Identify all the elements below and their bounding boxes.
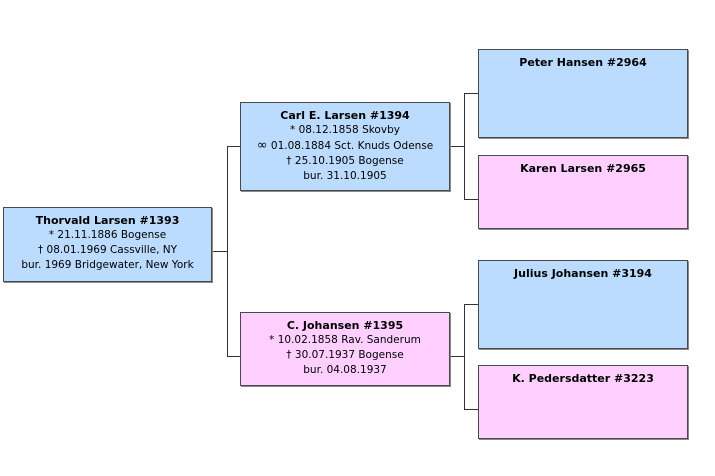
person-name: Peter Hansen #2964 <box>519 56 647 69</box>
person-card-maternal-grandfather[interactable]: Julius Johansen #3194 <box>478 260 688 349</box>
birth-symbol: * <box>48 229 55 241</box>
connector-mother <box>450 356 464 357</box>
birth-text: 08.12.1858 Skovby <box>298 124 400 136</box>
person-card-paternal-grandmother[interactable]: Karen Larsen #2965 <box>478 155 688 229</box>
marriage-symbol: ∞ <box>256 138 268 153</box>
person-card-paternal-grandfather[interactable]: Peter Hansen #2964 <box>478 49 688 138</box>
birth-symbol: * <box>269 334 275 346</box>
connector-root-vertical <box>227 146 228 357</box>
connector-father <box>450 146 464 147</box>
birth-symbol: * <box>290 124 296 136</box>
birth-text: 21.11.1886 Bogense <box>57 229 167 241</box>
death-symbol: † <box>37 244 44 256</box>
person-name: Carl E. Larsen #1394 <box>280 109 410 122</box>
connector-mother-vertical <box>464 304 465 410</box>
person-card-root[interactable]: Thorvald Larsen #1393 * 21.11.1886 Bogen… <box>3 207 212 282</box>
death-line: † 30.07.1937 Bogense <box>241 348 449 363</box>
death-text: 25.10.1905 Bogense <box>294 155 404 167</box>
death-symbol: † <box>286 155 292 167</box>
burial-line: bur. 04.08.1937 <box>303 364 387 376</box>
death-symbol: † <box>286 349 292 361</box>
birth-line: * 21.11.1886 Bogense <box>4 228 211 243</box>
connector-mother-grandmother <box>464 409 479 410</box>
connector-father-grandfather <box>464 93 479 94</box>
person-card-father[interactable]: Carl E. Larsen #1394 * 08.12.1858 Skovby… <box>240 102 450 191</box>
birth-line: * 08.12.1858 Skovby <box>241 123 449 138</box>
person-card-maternal-grandmother[interactable]: K. Pedersdatter #3223 <box>478 365 688 439</box>
person-name: Thorvald Larsen #1393 <box>35 214 180 227</box>
person-card-mother[interactable]: C. Johansen #1395 * 10.02.1858 Rav. Sand… <box>240 312 450 386</box>
birth-text: 10.02.1858 Rav. Sanderum <box>277 334 421 346</box>
birth-line: * 10.02.1858 Rav. Sanderum <box>241 333 449 348</box>
connector-root-mother <box>227 356 241 357</box>
burial-line: bur. 1969 Bridgewater, New York <box>21 259 194 271</box>
death-line: † 08.01.1969 Cassville, NY <box>4 243 211 258</box>
death-text: 08.01.1969 Cassville, NY <box>46 244 178 256</box>
death-text: 30.07.1937 Bogense <box>294 349 404 361</box>
person-name: Karen Larsen #2965 <box>520 162 646 175</box>
connector-root-father <box>227 146 241 147</box>
connector-mother-grandfather <box>464 304 479 305</box>
person-name: K. Pedersdatter #3223 <box>512 372 654 385</box>
connector-father-vertical <box>464 93 465 200</box>
connector-root <box>212 251 227 252</box>
burial-line: bur. 31.10.1905 <box>303 170 387 182</box>
person-name: Julius Johansen #3194 <box>514 267 652 280</box>
connector-father-grandmother <box>464 199 479 200</box>
death-line: † 25.10.1905 Bogense <box>241 154 449 169</box>
marriage-line: ∞ 01.08.1884 Sct. Knuds Odense <box>241 138 449 154</box>
person-name: C. Johansen #1395 <box>286 319 404 332</box>
marriage-text: 01.08.1884 Sct. Knuds Odense <box>270 140 434 152</box>
